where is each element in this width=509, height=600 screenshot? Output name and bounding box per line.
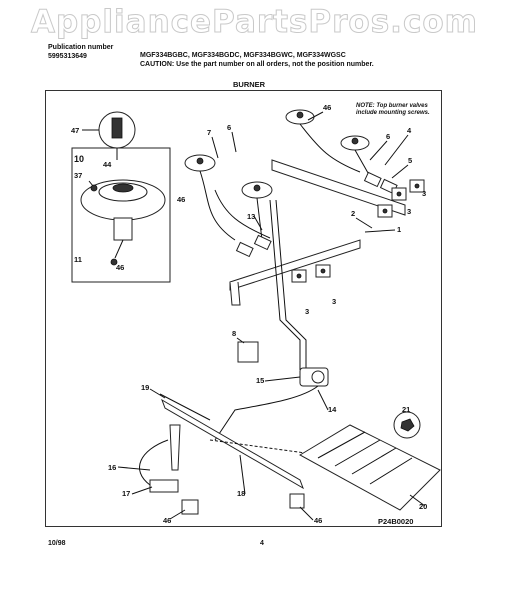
manifold-pipe: [271, 159, 406, 216]
callout-1: 1: [397, 225, 401, 234]
burner-orifice-tube: [113, 217, 133, 241]
callout-10: 10: [74, 154, 84, 164]
oven-gas-line: [269, 199, 301, 370]
oven-thermostat: [237, 341, 259, 363]
callout-2: 2: [351, 209, 355, 218]
callout-46-top: 46: [323, 103, 331, 112]
igniter: [149, 479, 179, 493]
diagram-code: P24B0020: [378, 517, 413, 526]
callout-3-d: 3: [332, 297, 336, 306]
publication-header: Publication number 5995313649: [48, 43, 113, 61]
note-line-1: NOTE: Top burner valves: [356, 103, 428, 109]
callout-21: 21: [402, 405, 410, 414]
callout-37: 37: [74, 171, 82, 180]
pilot-line: [139, 439, 169, 486]
flame-spreader: [298, 424, 441, 511]
callout-5: 5: [408, 156, 412, 165]
callout-46-inset: 46: [116, 263, 124, 272]
footer-date: 10/98: [48, 540, 66, 547]
model-block: MGF334BGBC, MGF334BGDC, MGF334BGWC, MGF3…: [140, 51, 374, 69]
callout-11: 11: [74, 255, 82, 264]
callout-13: 13: [247, 212, 255, 221]
callout-16: 16: [108, 463, 116, 472]
model-list: MGF334BGBC, MGF334BGDC, MGF334BGWC, MGF3…: [140, 52, 346, 59]
publication-label: Publication number: [48, 44, 114, 51]
callout-14: 14: [328, 405, 337, 414]
footer-page: 4: [260, 540, 264, 547]
callout-7: 7: [207, 128, 211, 137]
callout-4: 4: [407, 126, 412, 135]
note: NOTE: Top burner valves include mounting…: [356, 103, 430, 117]
callout-46-left: 46: [177, 195, 185, 204]
diagram-frame: [45, 90, 442, 527]
callout-18: 18: [237, 489, 245, 498]
callout-17: 17: [122, 489, 130, 498]
callout-15: 15: [256, 376, 264, 385]
note-line-2: include mounting screws.: [356, 110, 430, 116]
watermark: AppliancePartsPros.com: [31, 4, 478, 41]
callout-3-a: 3: [422, 189, 426, 198]
callout-3-b: 3: [407, 207, 411, 216]
valve-line: [214, 385, 319, 441]
callout-3-c: 3: [305, 307, 309, 316]
callout-46-bottom-left: 46: [163, 516, 171, 525]
callout-19: 19: [141, 383, 149, 392]
callout-44: 44: [103, 160, 112, 169]
spark-electrode: [111, 117, 123, 139]
callout-46-bottom-right: 46: [314, 516, 322, 525]
callout-20: 20: [419, 502, 427, 511]
section-title: BURNER: [233, 80, 266, 89]
caution-text: CAUTION: Use the part number on all orde…: [140, 61, 374, 68]
oven-burner-tube: [161, 398, 304, 490]
callout-47: 47: [71, 126, 79, 135]
gas-line-1: [299, 123, 361, 173]
callout-6-left: 6: [227, 123, 231, 132]
publication-number: 5995313649: [48, 53, 87, 60]
callout-8: 8: [232, 329, 236, 338]
callout-6-right: 6: [386, 132, 390, 141]
